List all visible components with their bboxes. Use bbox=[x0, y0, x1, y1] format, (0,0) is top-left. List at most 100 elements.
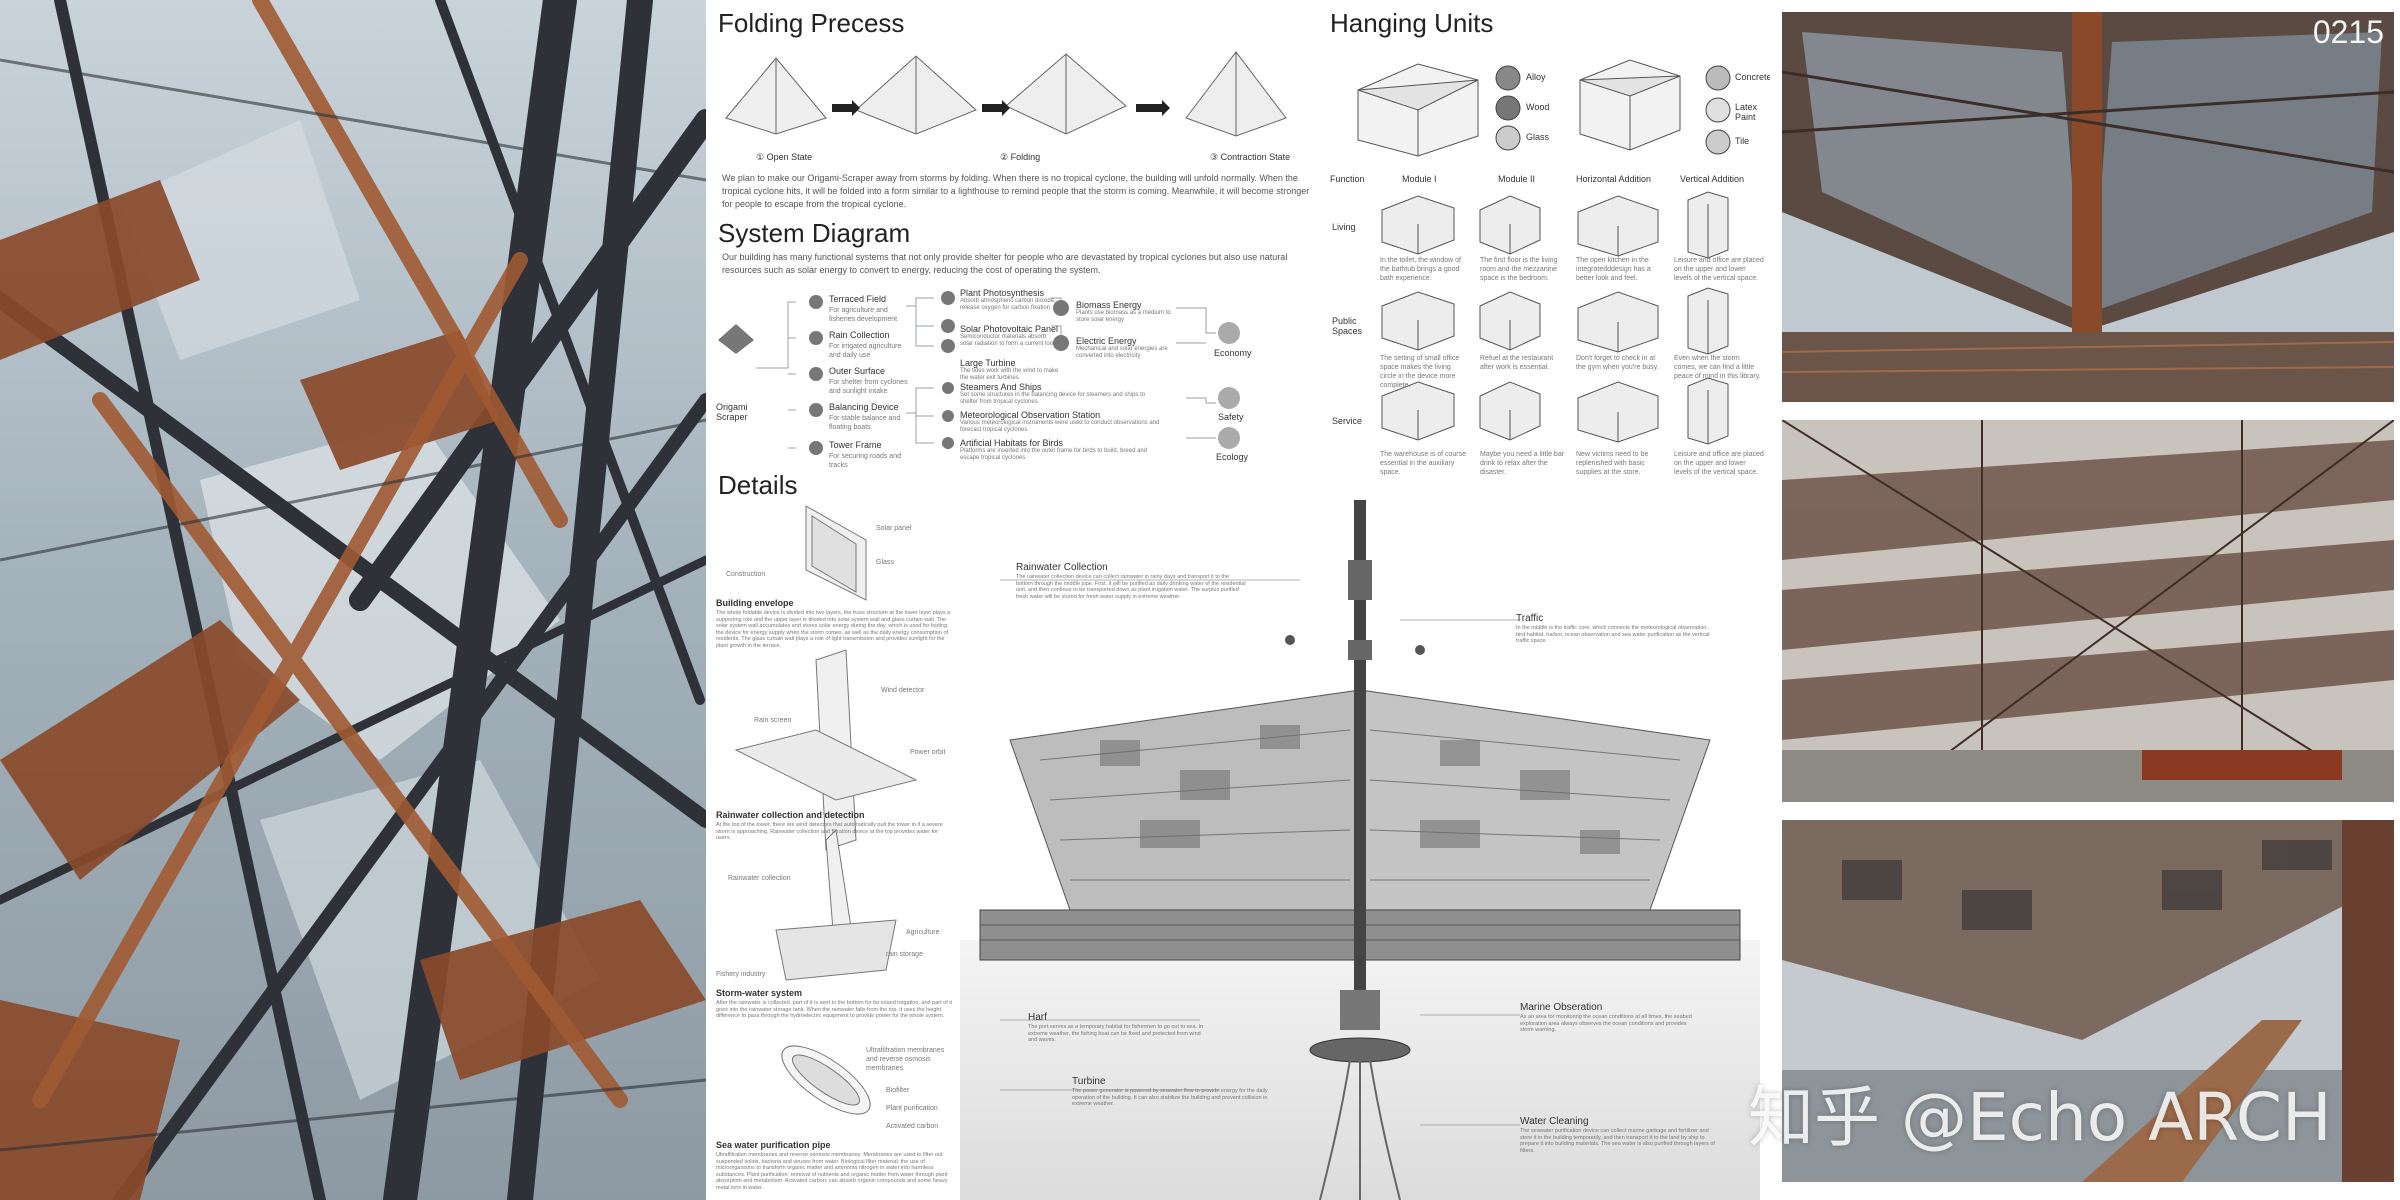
pipe-label-plant-purification: Plant purification bbox=[886, 1105, 938, 1112]
material-latex-paint: Latex Paint bbox=[1735, 102, 1758, 122]
annotation-marine-text: As an area for monitoring the ocean cond… bbox=[1520, 1014, 1692, 1033]
output-2-label: Electric Energy bbox=[1076, 336, 1137, 346]
cell-living-2: The first floor is the living room and t… bbox=[1480, 257, 1558, 282]
cell-public-3: Don't forget to check in at the gym when… bbox=[1576, 355, 1659, 371]
output-1-label: Biomass Energy bbox=[1076, 300, 1142, 310]
material-glass: Glass bbox=[1526, 132, 1550, 142]
cell-living-4: Leisure and office are placed on the upp… bbox=[1674, 257, 1764, 282]
storm-water-title: Storm-water system bbox=[716, 988, 803, 998]
category-safety: Safety bbox=[1218, 412, 1244, 422]
envelope-label-glass: Glass bbox=[876, 559, 894, 566]
folding-sketches bbox=[725, 51, 1287, 137]
material-concrete: Concrete bbox=[1735, 72, 1770, 82]
cell-service-4: Leisure and office are placed on the upp… bbox=[1674, 451, 1764, 476]
cell-service-2: Maybe you need a little bar drink to rel… bbox=[1480, 451, 1565, 476]
material-boxes: Alloy Wood Glass Concrete Latex Paint Ti… bbox=[1330, 50, 1770, 160]
material-tile: Tile bbox=[1735, 136, 1750, 146]
annotation-turbine-text: The power generator is powered by seawat… bbox=[1072, 1088, 1268, 1107]
header-module-1: Module I bbox=[1402, 174, 1437, 184]
material-wood: Wood bbox=[1526, 102, 1550, 112]
process-6-label: Artificial Habitats for Birds bbox=[960, 438, 1064, 448]
folding-state-3: ③ Contraction State bbox=[1210, 152, 1291, 162]
canopy-render-top bbox=[1782, 12, 2394, 402]
component-5-desc: For securing roads and tracks bbox=[829, 453, 901, 469]
process-4-desc: Set some structures in the balancing dev… bbox=[960, 392, 1146, 405]
cell-public-2: Refuel at the restaurant after work is e… bbox=[1480, 355, 1554, 371]
annotation-turbine-title: Turbine bbox=[1072, 1076, 1106, 1087]
sheet-number: 0215 bbox=[2312, 14, 2384, 50]
cell-service-1: The warehouse is of course essential in … bbox=[1380, 451, 1466, 476]
details-title: Details bbox=[718, 470, 798, 500]
right-render-middle bbox=[1782, 420, 2394, 802]
header-horizontal-addition: Horizontal Addition bbox=[1576, 174, 1652, 184]
row-service-label: Service bbox=[1332, 416, 1363, 426]
component-3-label: Outer Surface bbox=[829, 366, 886, 376]
folding-state-1: ① Open State bbox=[756, 152, 813, 162]
rain-label-wind-detector: Wind detector bbox=[881, 687, 925, 694]
folding-title: Folding Precess bbox=[718, 8, 905, 38]
header-vertical-addition: Vertical Addition bbox=[1680, 174, 1745, 184]
rain-label-power-orbit: Power orbit bbox=[910, 749, 946, 756]
annotation-rainwater-title: Rainwater Collection bbox=[1016, 562, 1108, 573]
elevation-drawing: Rainwater Collection The rainwater colle… bbox=[960, 500, 1760, 1200]
cell-public-1: The setting of small office space makes … bbox=[1380, 355, 1460, 389]
system-connectors bbox=[718, 291, 1240, 455]
component-2-desc: For irrigated agriculture and daily use bbox=[829, 343, 902, 359]
folding-text: We plan to make our Origami-Scraper away… bbox=[722, 173, 1310, 209]
sea-view-render-bottom bbox=[1782, 820, 2394, 1182]
annotation-water-cleaning-text: The seawater purification device can col… bbox=[1520, 1128, 1715, 1154]
storm-label-rain-storage: rain storage bbox=[886, 951, 923, 958]
watermark: 知乎 @Echo ARCH bbox=[1748, 1079, 2332, 1156]
pipe-label-activated-carbon: Activated carbon bbox=[886, 1123, 939, 1130]
system-title: System Diagram bbox=[718, 218, 911, 248]
storm-label-agriculture: Agriculture bbox=[906, 929, 940, 936]
cell-living-3: The open kitchen in the integratedddesig… bbox=[1576, 257, 1651, 282]
process-5-label: Meteorological Observation Station bbox=[960, 410, 1101, 420]
pipe-label-biofilter: Biofilter bbox=[886, 1087, 910, 1094]
annotation-traffic-text: In the middle is the traffic core, which… bbox=[1516, 625, 1710, 644]
folding-diagram bbox=[716, 48, 1316, 148]
rainwater-detection-title: Rainwater collection and detection bbox=[716, 810, 865, 820]
material-alloy: Alloy bbox=[1526, 72, 1546, 82]
category-economy: Economy bbox=[1214, 348, 1252, 358]
building-envelope-title: Building envelope bbox=[716, 598, 794, 608]
output-2-desc: Mechanical and solar energies are conver… bbox=[1076, 346, 1168, 359]
process-3-label: Large Turbine bbox=[960, 358, 1016, 368]
hanging-title: Hanging Units bbox=[1330, 8, 1494, 38]
cell-living-1: In the toilet, the window of the bathtub… bbox=[1380, 257, 1461, 282]
cell-service-3: New victims need to be replenished with … bbox=[1576, 451, 1649, 476]
component-1-desc: For agriculture and fisheries developmen… bbox=[829, 307, 898, 323]
process-2-label: Solar Photovoltaic Panel bbox=[960, 324, 1059, 334]
left-render-photo bbox=[0, 0, 706, 1200]
process-2-desc: Semiconductor materials absorb solar rad… bbox=[960, 334, 1057, 347]
annotation-harf-title: Harf bbox=[1028, 1012, 1047, 1023]
component-4-label: Balancing Device bbox=[829, 402, 899, 412]
cell-public-4: Even when the storm comes, we can find a… bbox=[1674, 355, 1761, 380]
rain-label-rain-screen: Rain screen bbox=[754, 717, 792, 724]
annotation-rainwater-text: The rainwater collection device can coll… bbox=[1016, 574, 1246, 600]
process-3-desc: The tides work with the wind to make the… bbox=[960, 368, 1059, 381]
annotation-traffic-title: Traffic bbox=[1516, 613, 1544, 624]
right-render-top: 0215 bbox=[1782, 12, 2394, 402]
component-4-desc: For stable balance and floating boats bbox=[829, 415, 901, 431]
annotation-harf-text: The port serves as a temporary habitat f… bbox=[1028, 1024, 1204, 1043]
annotation-water-cleaning-title: Water Cleaning bbox=[1520, 1116, 1589, 1127]
tower-interior-render bbox=[0, 0, 706, 1200]
unit-box-sketches bbox=[1357, 59, 1731, 157]
envelope-label-construction: Construction bbox=[726, 571, 766, 578]
pipe-label-membranes: Ultrafiltration membranes and reverse os… bbox=[866, 1047, 945, 1072]
header-module-2: Module II bbox=[1498, 174, 1536, 184]
component-2-label: Rain Collection bbox=[829, 330, 890, 340]
system-tree: Origami Scraper Terraced Field For agric… bbox=[716, 288, 1316, 478]
building-envelope-text: The whole foldable device is divided int… bbox=[716, 610, 951, 649]
component-1-label: Terraced Field bbox=[829, 294, 887, 304]
origami-scraper-elevation bbox=[960, 500, 1760, 1200]
row-living-label: Living bbox=[1332, 222, 1356, 232]
process-5-desc: Various meteorological instruments were … bbox=[960, 420, 1160, 433]
process-6-desc: Platforms are inserted into the outer fr… bbox=[960, 448, 1148, 461]
folding-state-2: ② Folding bbox=[1000, 152, 1041, 162]
process-4-label: Steamers And Ships bbox=[960, 382, 1042, 392]
process-1-desc: Absorb atmospheric carbon dioxide, relea… bbox=[960, 298, 1056, 311]
rainwater-detection-text: At the top of the tower, there are wind … bbox=[716, 822, 943, 841]
component-3-desc: For shelter from cyclones and sunlight i… bbox=[829, 379, 908, 395]
